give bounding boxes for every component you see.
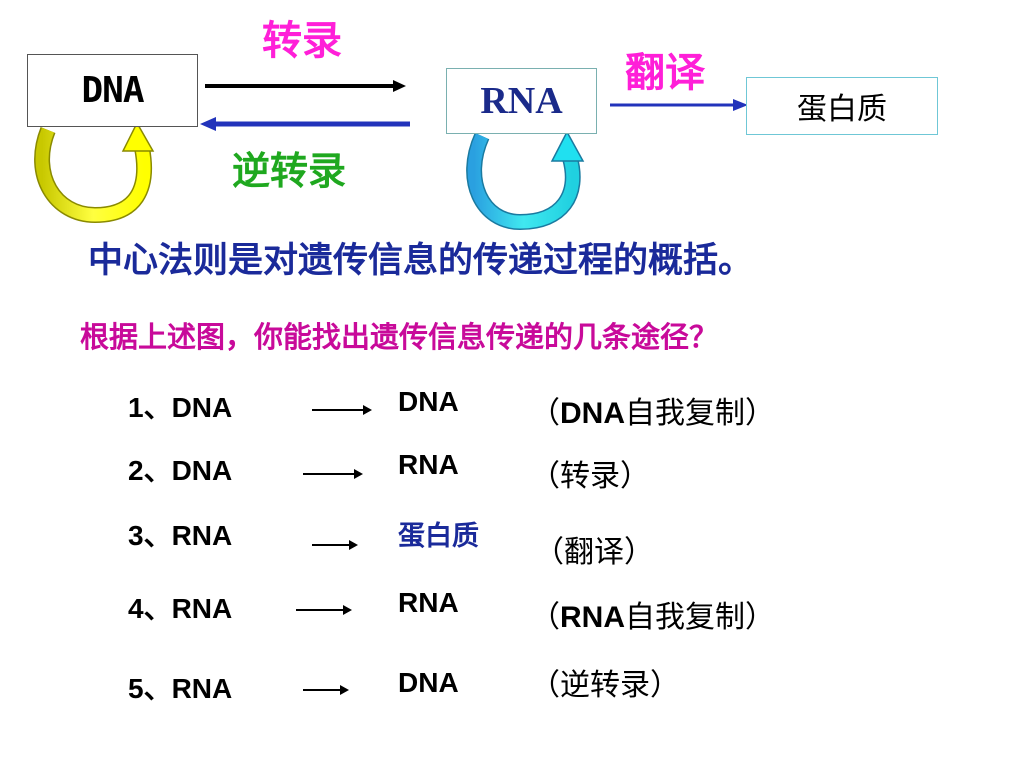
reverse-transcription-arrow: [200, 117, 410, 131]
pathway-source: 5、RNA: [128, 673, 233, 704]
transcription-arrow: [205, 80, 406, 92]
pathway-note: （转录）: [530, 451, 650, 495]
dna-box: DNA: [27, 54, 198, 127]
pathway-target: 蛋白质: [398, 521, 479, 552]
pathway-source: 3、RNA: [128, 520, 233, 551]
pathway-arrow: [303, 685, 349, 695]
translation-arrow: [610, 99, 748, 111]
note-rest: 转录）: [560, 459, 650, 494]
note-rest: 自我复制）: [625, 600, 775, 635]
protein-label: 蛋白质: [797, 92, 887, 127]
note-prefix: （: [530, 459, 560, 494]
note-prefix: （: [530, 600, 560, 635]
pathway-note: （逆转录）: [530, 660, 680, 704]
pathway-target: DNA: [398, 386, 459, 417]
note-rest: 翻译）: [564, 535, 654, 570]
pathway-source: 1、DNA: [128, 392, 233, 423]
translation-label: 翻译: [625, 50, 705, 96]
note-rest: 逆转录）: [560, 668, 680, 703]
pathway-arrow: [296, 605, 352, 615]
note-rest: 自我复制）: [625, 396, 775, 431]
note-bold: RNA: [560, 601, 625, 634]
pathway-note: （DNA自我复制）: [530, 388, 775, 432]
note-prefix: （: [530, 396, 560, 431]
dna-label: DNA: [81, 70, 144, 111]
pathway-source: 2、DNA: [128, 455, 233, 486]
headline: 中心法则是对遗传信息的传递过程的概括。: [88, 240, 754, 281]
dna-replication-loop: [34, 121, 155, 224]
pathway-target: RNA: [398, 449, 459, 480]
pathway-source: 4、RNA: [128, 593, 233, 624]
pathway-arrow: [312, 405, 372, 415]
pathway-note: （翻译）: [534, 527, 654, 571]
pathway-arrow: [303, 469, 363, 479]
rna-box: RNA: [446, 68, 597, 134]
pathway-note: （RNA自我复制）: [530, 592, 775, 636]
pathway-target: DNA: [398, 667, 459, 698]
question: 根据上述图，你能找出遗传信息传递的几条途径？: [80, 320, 719, 354]
pathway-target: RNA: [398, 587, 459, 618]
reverse-transcription-label: 逆转录: [232, 149, 347, 193]
note-prefix: （: [530, 668, 560, 703]
central-dogma-diagram: [34, 80, 748, 231]
pathway-arrow: [312, 540, 358, 550]
rna-replication-loop: [466, 130, 585, 231]
rna-label: RNA: [480, 80, 563, 122]
note-prefix: （: [534, 535, 564, 570]
protein-box: 蛋白质: [746, 77, 938, 135]
transcription-label: 转录: [262, 18, 342, 64]
note-bold: DNA: [560, 397, 625, 430]
